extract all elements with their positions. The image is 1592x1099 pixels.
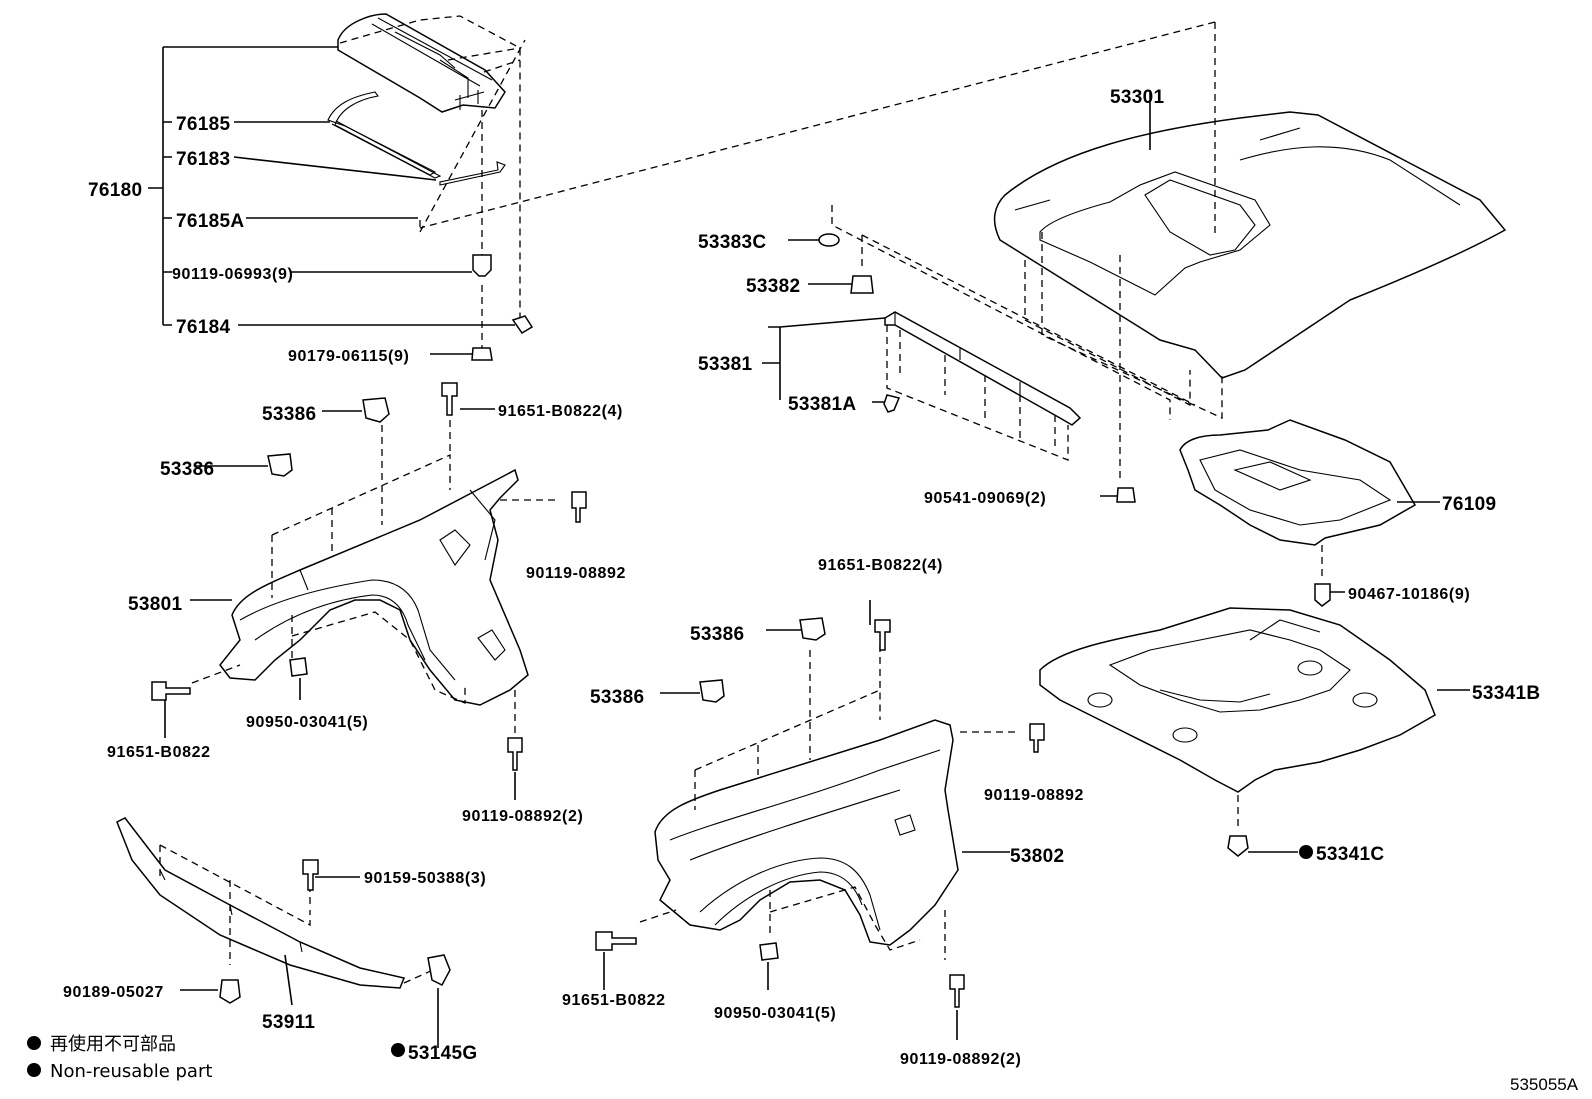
left-fender-group bbox=[151, 382, 587, 800]
plug-53383c-part bbox=[818, 233, 840, 247]
under-cover-53341b-part bbox=[1039, 607, 1436, 793]
nut-90950-03041-b-part bbox=[759, 942, 779, 961]
nut-90179-06115-part bbox=[471, 347, 493, 361]
label-90119-06993: 90119-06993(9) bbox=[172, 266, 293, 283]
label-53386-c: 53386 bbox=[690, 624, 744, 645]
clip-53381a-part bbox=[883, 394, 901, 413]
label-53301: 53301 bbox=[1110, 87, 1164, 108]
bolt-91651-b0822-4b-part bbox=[874, 619, 891, 651]
hood-scoop-group bbox=[148, 13, 534, 361]
label-91651-b0822-4a: 91651-B0822(4) bbox=[498, 403, 623, 420]
right-fender-group bbox=[595, 600, 1045, 1040]
label-53386-a: 53386 bbox=[262, 404, 316, 425]
label-91651-b0822-4b: 91651-B0822(4) bbox=[818, 557, 943, 574]
label-90119-08892-2b: 90119-08892(2) bbox=[900, 1051, 1021, 1068]
label-53382: 53382 bbox=[746, 276, 800, 297]
hood-part bbox=[993, 111, 1507, 379]
label-76184: 76184 bbox=[176, 317, 230, 338]
hood-group bbox=[419, 21, 1507, 482]
hood-insulator-group bbox=[1100, 419, 1440, 607]
label-76185a: 76185A bbox=[176, 211, 244, 232]
bolt-90119-08892-b-part bbox=[1029, 723, 1045, 753]
label-90189-05027: 90189-05027 bbox=[63, 984, 164, 1001]
filled-circle-icon bbox=[27, 1063, 41, 1077]
bolt-91651-b0822-b-part bbox=[595, 931, 637, 951]
diagram-code: 535055A bbox=[1510, 1075, 1579, 1094]
hood-strip-group bbox=[762, 205, 1196, 461]
screw-90159-50388-part bbox=[302, 859, 319, 891]
cushion-53382-part bbox=[850, 275, 874, 294]
fender-53801-part bbox=[219, 468, 529, 706]
label-90119-08892-2a: 90119-08892(2) bbox=[462, 808, 583, 825]
label-53383c: 53383C bbox=[698, 232, 766, 253]
legend-english-text: Non-reusable part bbox=[50, 1061, 212, 1082]
label-76109: 76109 bbox=[1442, 494, 1496, 515]
bolt-90119-08892-a-part bbox=[571, 491, 587, 523]
legend: 再使用不可部品 Non-reusable part bbox=[27, 1034, 212, 1082]
spoiler-group bbox=[116, 817, 451, 1057]
label-53381a: 53381A bbox=[788, 394, 856, 415]
scoop-seal-strip-part bbox=[331, 120, 442, 179]
label-53802: 53802 bbox=[1010, 846, 1064, 867]
clip-53145g-part bbox=[427, 954, 451, 986]
label-90179-06115: 90179-06115(9) bbox=[288, 348, 409, 365]
label-91651-b0822-b: 91651-B0822 bbox=[562, 992, 666, 1009]
cushion-53386-d-part bbox=[699, 679, 725, 703]
label-53386-b: 53386 bbox=[160, 459, 214, 480]
nut-90950-03041-a-part bbox=[289, 657, 308, 677]
non-reusable-marker-53341c bbox=[1299, 845, 1313, 859]
label-90950-03041-b: 90950-03041(5) bbox=[714, 1005, 836, 1022]
hood-strip-part bbox=[884, 311, 1082, 426]
under-cover-group bbox=[1039, 607, 1470, 859]
label-53341b: 53341B bbox=[1472, 683, 1540, 704]
hood-scoop-part bbox=[337, 13, 506, 113]
insulator-76109-part bbox=[1179, 419, 1417, 546]
non-reusable-marker-53145g bbox=[391, 1043, 405, 1057]
clip-90467-10186-part bbox=[1314, 583, 1331, 607]
legend-japanese-text: 再使用不可部品 bbox=[50, 1034, 176, 1055]
label-90159-50388: 90159-50388(3) bbox=[364, 870, 486, 887]
label-90467-10186: 90467-10186(9) bbox=[1348, 586, 1470, 603]
cushion-53386-c-part bbox=[799, 617, 826, 641]
nut-90541-09069-part bbox=[1116, 487, 1136, 503]
spoiler-53911-part bbox=[116, 817, 406, 989]
bolt-90119-08892-2a-part bbox=[507, 737, 523, 771]
label-53341c: 53341C bbox=[1316, 844, 1384, 865]
clip-90119-06993-part bbox=[472, 254, 492, 277]
bolt-91651-b0822-a-part bbox=[151, 681, 191, 701]
label-76183: 76183 bbox=[176, 149, 230, 170]
bolt-91651-b0822-4a-part bbox=[441, 382, 458, 416]
cushion-53386-a-part bbox=[362, 397, 390, 423]
label-53801: 53801 bbox=[128, 594, 182, 615]
label-91651-b0822-a: 91651-B0822 bbox=[107, 744, 211, 761]
label-90119-08892-b: 90119-08892 bbox=[984, 787, 1084, 804]
clip-76184-part bbox=[511, 315, 534, 335]
cushion-53386-b-part bbox=[267, 453, 293, 477]
label-53386-d: 53386 bbox=[590, 687, 644, 708]
scoop-seal-a-part bbox=[439, 161, 506, 186]
bolt-90119-08892-2b-part bbox=[949, 974, 965, 1008]
label-53145g: 53145G bbox=[408, 1043, 477, 1064]
label-90541-09069: 90541-09069(2) bbox=[924, 490, 1046, 507]
label-76180: 76180 bbox=[88, 180, 142, 201]
label-53911: 53911 bbox=[262, 1012, 315, 1033]
filled-circle-icon bbox=[27, 1036, 41, 1050]
scoop-seal-part bbox=[327, 91, 437, 176]
clip-53341c-part bbox=[1227, 835, 1249, 857]
label-53381: 53381 bbox=[698, 354, 752, 375]
label-90950-03041-a: 90950-03041(5) bbox=[246, 714, 368, 731]
label-76185: 76185 bbox=[176, 114, 230, 135]
label-90119-08892-a: 90119-08892 bbox=[526, 565, 626, 582]
clip-90189-05027-part bbox=[219, 979, 241, 1004]
